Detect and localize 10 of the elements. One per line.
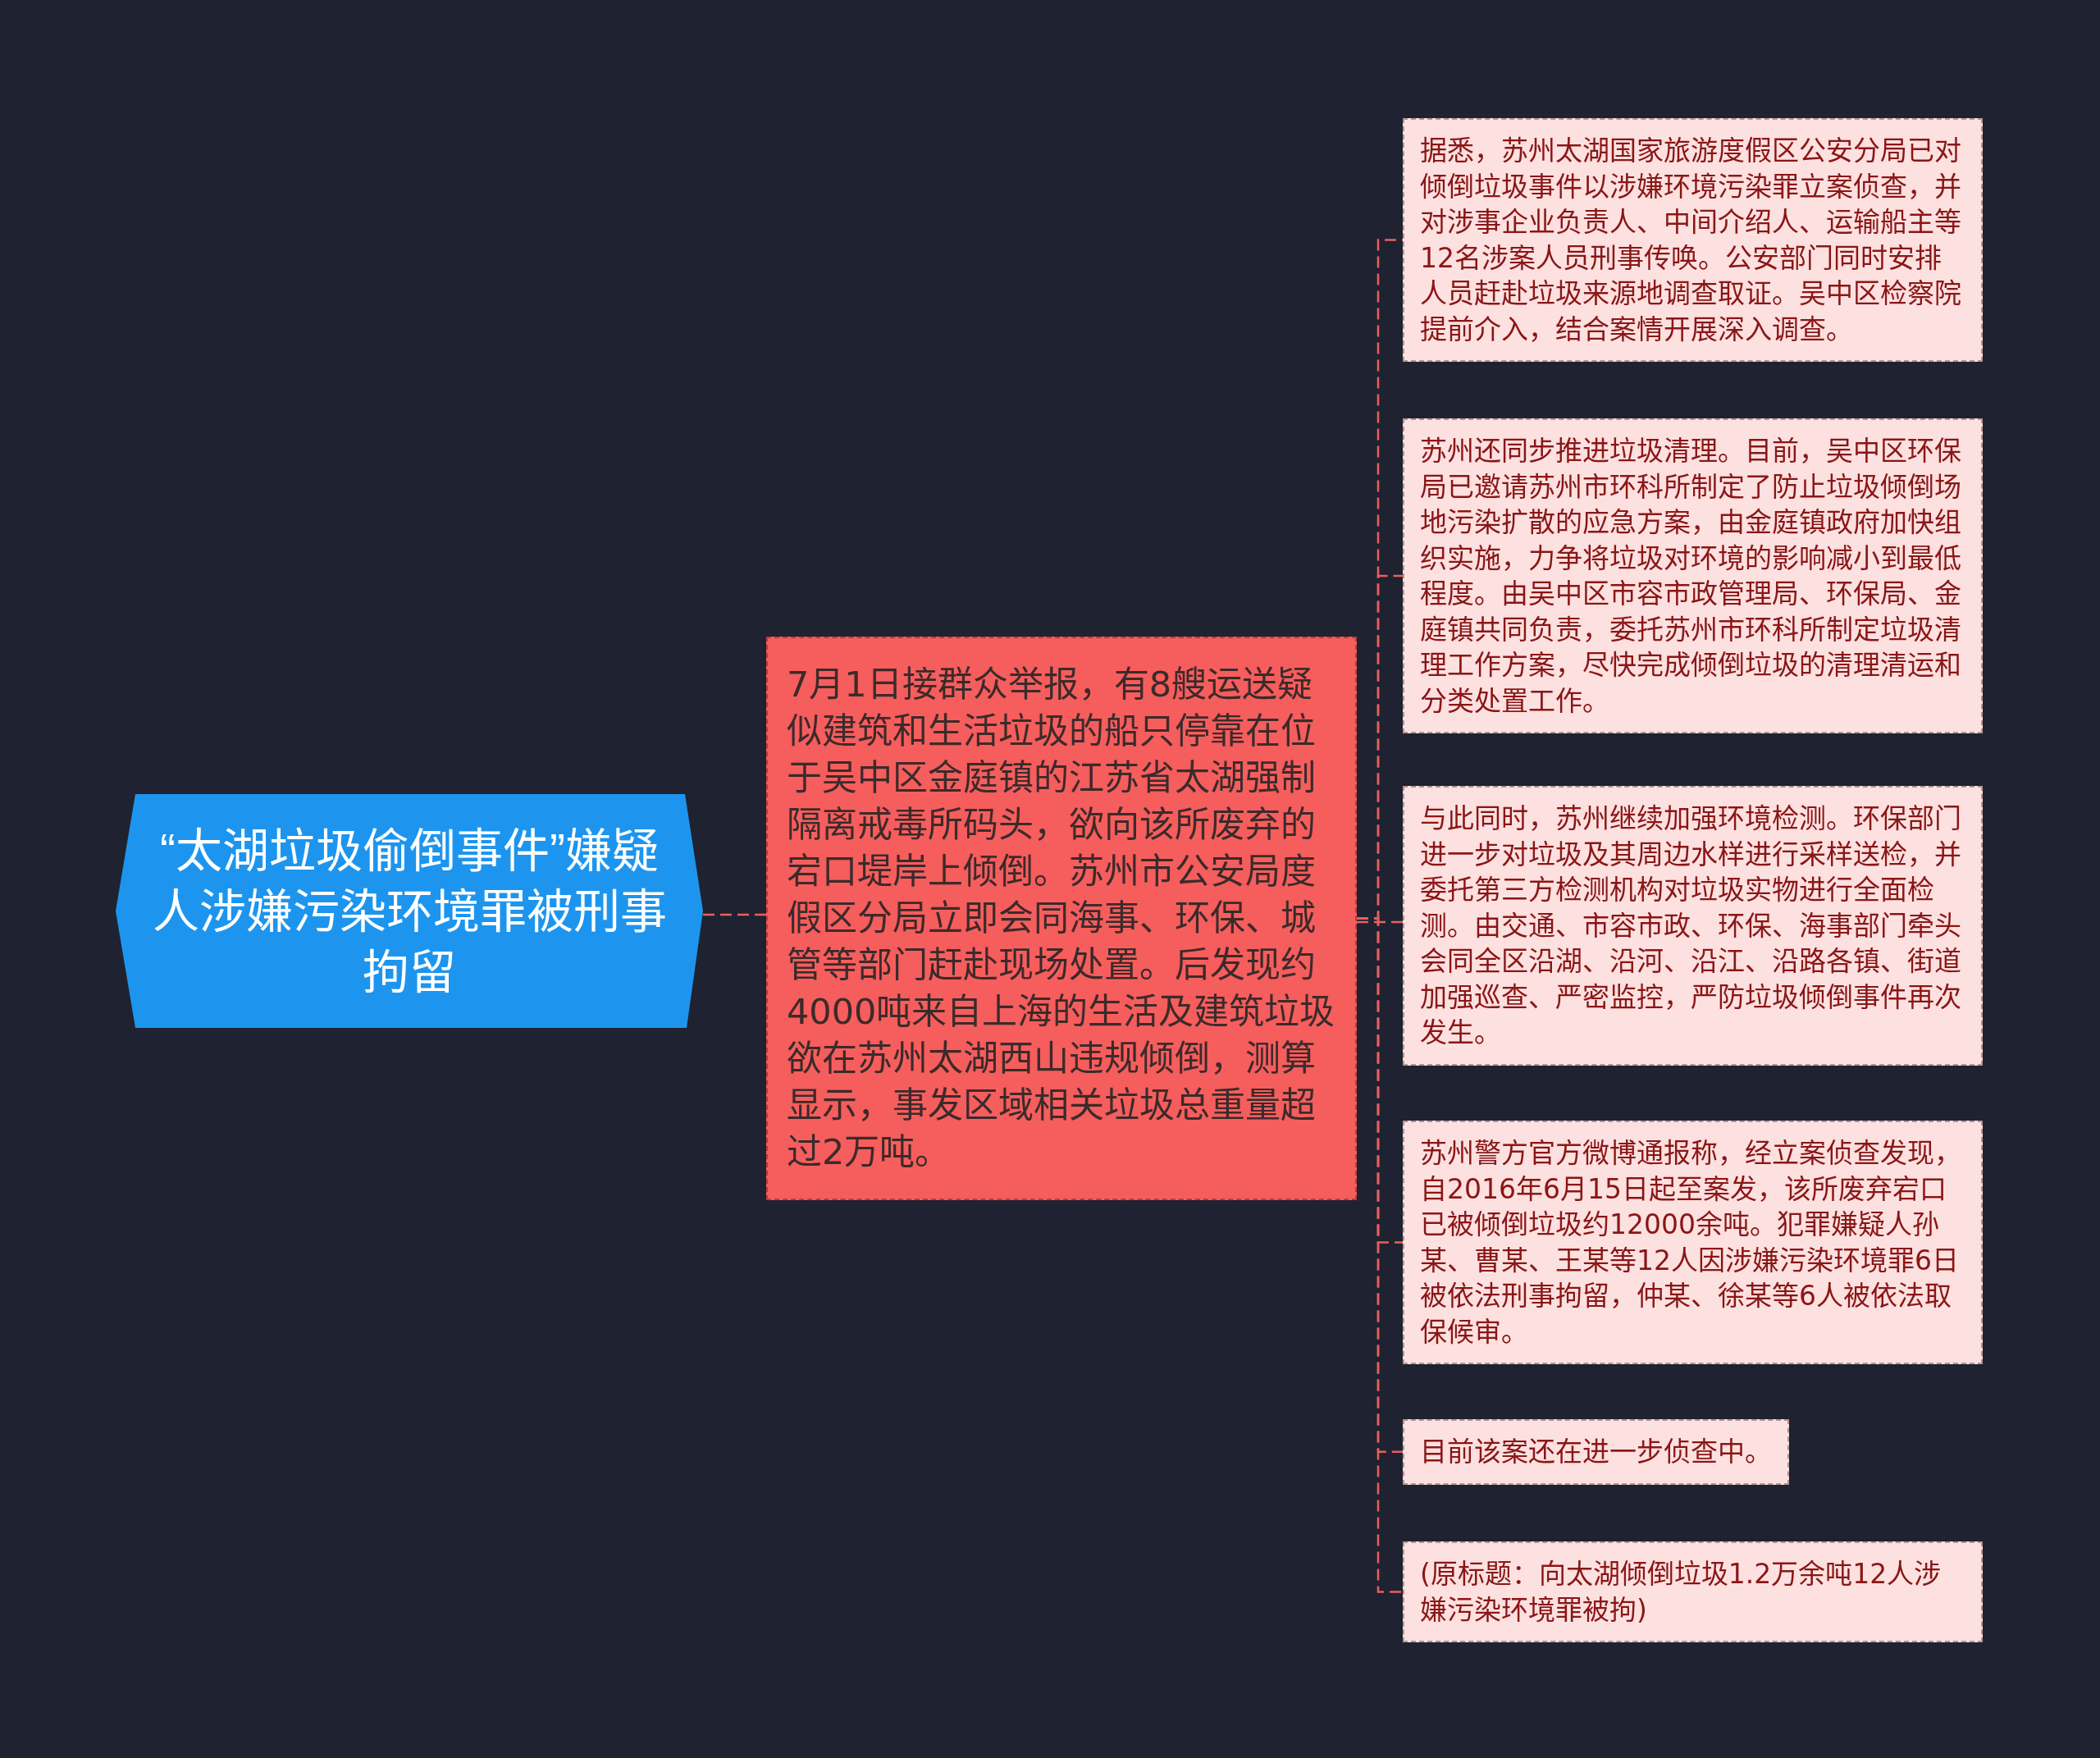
- detail-note: 与此同时，苏州继续加强环境检测。环保部门进一步对垃圾及其周边水样进行采样送检，并委托第三方检测机构对垃圾实物进行全面检测。由交通、市容市政、环保、海事部门牵头会同全区沿湖、沿河、沿江、沿路各镇、街道加强巡查、严密监控，严防垃圾倾倒事件再次发生。: [1403, 786, 1983, 1066]
- connector-line: [703, 913, 766, 916]
- connector-line: [1357, 920, 1403, 924]
- detail-note: 苏州警方官方微博通报称，经立案侦查发现，自2016年6月15日起至案发，该所废弃宕口已被倾倒垃圾约12000余吨。犯罪嫌疑人孙某、曹某、王某等12人因涉嫌污染环境罪6日被依法刑事拘留，仲某、徐某等6人被依法取保候审。: [1403, 1121, 1983, 1364]
- detail-note: (原标题：向太湖倾倒垃圾1.2万余吨12人涉嫌污染环境罪被拘): [1403, 1541, 1983, 1642]
- detail-note: 目前该案还在进一步侦查中。: [1403, 1419, 1789, 1485]
- event-summary: 7月1日接群众举报，有8艘运送疑似建筑和生活垃圾的船只停靠在位于吴中区金庭镇的江苏省太湖强制隔离戒毒所码头，欲向该所废弃的宕口堤岸上倾倒。苏州市公安局度假区分局立即会同海事、环保、城管等部门赶赴现场处置。后发现约4000吨来自上海的生活及建筑垃圾欲在苏州太湖西山违规倾倒，测算显示，事发区域相关垃圾总重量超过2万吨。: [766, 637, 1357, 1200]
- detail-note: 苏州还同步推进垃圾清理。目前，吴中区环保局已邀请苏州市环科所制定了防止垃圾倾倒场地污染扩散的应急方案，由金庭镇政府加快组织实施，力争将垃圾对环境的影响减小到最低程度。由吴中区市容市政管理局、环保局、金庭镇共同负责，委托苏州市环科所制定垃圾清理工作方案，尽快完成倾倒垃圾的清理清运和分类处置工作。: [1403, 418, 1983, 733]
- detail-note: 据悉，苏州太湖国家旅游度假区公安分局已对倾倒垃圾事件以涉嫌环境污染罪立案侦查，并对涉事企业负责人、中间介绍人、运输船主等12名涉案人员刑事传唤。公安部门同时安排人员赶赴垃圾来源地调查取证。吴中区检察院提前介入，结合案情开展深入调查。: [1403, 118, 1983, 362]
- main-topic: “太湖垃圾偷倒事件”嫌疑人涉嫌污染环境罪被刑事拘留: [116, 794, 703, 1028]
